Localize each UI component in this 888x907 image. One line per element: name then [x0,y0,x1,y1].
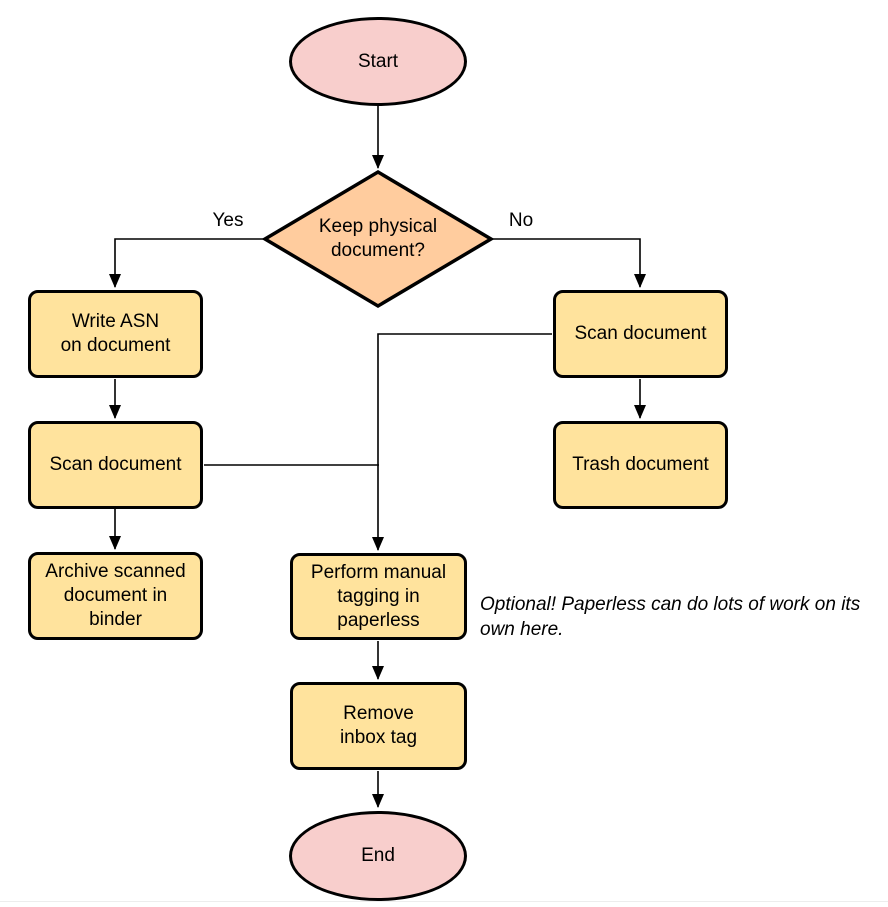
node-archive-binder: Archive scanned document in binder [28,552,203,640]
node-decision-label: Keep physical document? [318,216,438,261]
edge-decision-write-asn [109,238,264,288]
node-start: Start [289,17,467,106]
edge-scan-right-tagging [372,333,552,551]
node-trash-document-label: Trash document [572,454,709,475]
node-archive-binder-label: Archive scanned document in binder [45,561,186,630]
edge-label-no: No [508,210,534,231]
edge-label-yes: Yes [212,210,244,231]
edge-decision-scan-right [492,238,646,288]
node-scan-document-right: Scan document [553,290,728,378]
node-manual-tagging-label: Perform manual tagging in paperless [310,561,447,631]
node-end-label: End [361,845,395,866]
node-decision: Keep physical document? [262,169,494,309]
node-write-asn: Write ASN on document [28,290,203,378]
node-scan-document-left: Scan document [28,421,203,509]
node-trash-document: Trash document [553,421,728,509]
page-bottom-divider [0,901,888,902]
node-start-label: Start [357,50,399,72]
node-scan-document-left-label: Scan document [49,454,182,475]
node-end: End [289,811,467,901]
node-write-asn-label: Write ASN on document [60,311,171,356]
node-manual-tagging: Perform manual tagging in paperless [290,553,467,640]
optional-note: Optional! Paperless can do lots of work … [480,594,861,640]
node-remove-inbox-tag: Remove inbox tag [290,682,467,770]
node-remove-inbox-tag-label: Remove inbox tag [339,703,418,748]
decision-diamond-shape [262,169,494,309]
node-scan-document-right-label: Scan document [574,323,707,344]
